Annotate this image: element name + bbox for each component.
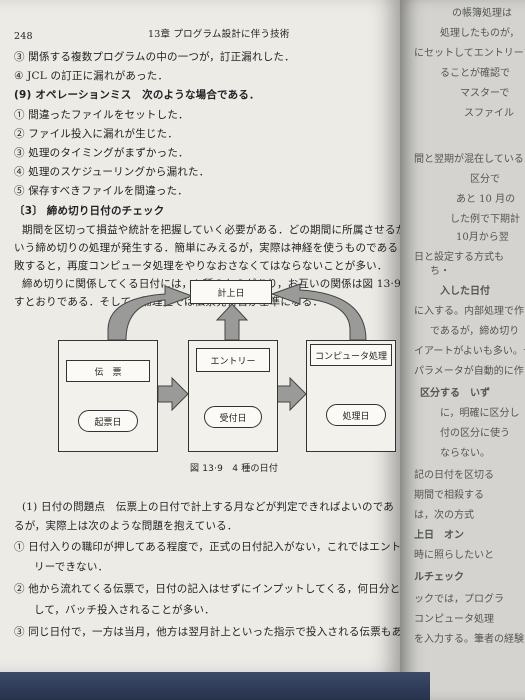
box-voucher-date: 起票日 [78, 410, 138, 432]
paragraph-line: 敗すると，再度コンピュータ処理をやりなおさなくてはならないことが多い． [14, 260, 388, 272]
list-item: ① 日付入りの職印が押してある程度で，正式の日付記入がない，これではエント [14, 541, 402, 553]
right-line: マスターで [460, 88, 510, 99]
right-line: した例で下期計 [450, 214, 520, 225]
list-item: して，バッチ投入されることが多い． [34, 604, 215, 616]
right-line: ることが確認で [440, 68, 510, 79]
right-line: であるが，締め切り [430, 326, 520, 337]
right-line: イアートがよいも多い。テ [414, 346, 525, 357]
figure-caption: 図 13·9 4 種の日付 [190, 464, 279, 474]
list-item: ② 他から流れてくる伝票で，日付の記入はせずにインプットしてくる，何日分と [14, 583, 401, 595]
right-line: 10月から翌 [456, 232, 509, 243]
paragraph-line: るが，実際上は次のような問題を抱えている． [14, 520, 238, 532]
right-line: にセットしてエントリーす [414, 48, 525, 59]
right-line: に入する。内部処理で作 [414, 306, 524, 317]
right-heading: 入した日付 [440, 286, 490, 297]
right-line: 処理したものが， [440, 28, 520, 39]
list-item: ④ JCL の訂正に漏れがあった． [14, 70, 169, 82]
right-line: 日と設定する方式も [414, 252, 504, 263]
right-line: 記の日付を区切る [414, 470, 494, 481]
arrow-box3-to-top [270, 283, 367, 341]
arrow-box2-to-box3 [275, 376, 307, 412]
subsection-heading: (9) オペレーションミス 次のような場合である． [14, 89, 260, 101]
page-number: 248 [14, 31, 33, 42]
list-item: ③ 同じ日付で，一方は当月，他方は翌月計上といった指示で投入される伝票もあ [14, 626, 403, 638]
running-header: 13章 プログラム設計に伴う技術 [148, 29, 290, 40]
right-line: 区分で [470, 174, 500, 185]
right-line: 時に照らしたいと [414, 550, 494, 561]
right-line: スファイル [464, 108, 514, 119]
paragraph-line: (1) 日付の問題点 伝票上の日付で計上する月などが判定できればよいのであ [22, 501, 395, 513]
list-item: ③ 処理のタイミングがまずかった． [14, 147, 189, 159]
right-line: ち・ [430, 266, 450, 277]
right-line: は，次の方式 [414, 510, 474, 521]
right-line: 間と翌期が混在している [414, 154, 524, 165]
right-line: の帳簿処理は [452, 8, 512, 19]
list-item: ① 間違ったファイルをセットした． [14, 109, 189, 121]
right-line: あと 10 月の [456, 194, 516, 205]
box-voucher-label: 伝 票 [66, 360, 150, 382]
arrow-box1-to-top [107, 285, 194, 341]
right-line: 付の区分に使う [440, 428, 510, 439]
top-box: 計上日 [190, 280, 272, 304]
right-heading: ルチェック [414, 572, 464, 583]
list-item: ③ 関係する複数プログラムの中の一つが，訂正漏れした． [14, 51, 295, 63]
right-line: 上日 オン [414, 530, 464, 541]
left-page: 248 13章 プログラム設計に伴う技術 ③ 関係する複数プログラムの中の一つが… [0, 0, 426, 672]
right-heading: 区分する いず [420, 388, 490, 399]
box-voucher [58, 340, 158, 452]
box-computer-date: 処理日 [326, 404, 386, 426]
right-line: 期間で相殺する [414, 490, 484, 501]
list-item: リーできない． [34, 561, 109, 573]
right-line: を入力する。筆者の経験 [414, 634, 524, 645]
right-line: ならない。 [440, 448, 490, 459]
right-page: の帳簿処理は 処理したものが， にセットしてエントリーす ることが確認で マスタ… [400, 0, 525, 700]
arrow-box2-to-top [215, 303, 249, 341]
list-item: ④ 処理のスケジューリングから漏れた． [14, 166, 210, 178]
right-line: に，明確に区分し [440, 408, 520, 419]
box-entry-date: 受付日 [204, 406, 262, 428]
box-entry-label: エントリー [196, 348, 270, 372]
right-line: コンピュータ処理 [414, 614, 494, 625]
paragraph-line: いう締め切りの処理が発生する．簡単にみえるが，実際は神経を使うものである．失 [14, 242, 420, 254]
box-computer-label: コンピュータ処理 [310, 344, 392, 366]
paragraph-line: 期間を区切って損益や統計を把握していく必要がある．どの期間に所属させるかと [22, 224, 418, 236]
list-item: ⑤ 保存すべきファイルを間違った． [14, 185, 189, 197]
right-line: ックでは，プログラ [414, 594, 504, 605]
section-heading: 〔3〕 締め切り日付のチェック [14, 205, 165, 217]
arrow-box1-to-box2 [157, 376, 189, 412]
list-item: ② ファイル投入に漏れが生じた． [14, 128, 179, 140]
right-line: パラメータが自動的に作 [414, 366, 524, 377]
book-cover-edge [0, 672, 430, 700]
